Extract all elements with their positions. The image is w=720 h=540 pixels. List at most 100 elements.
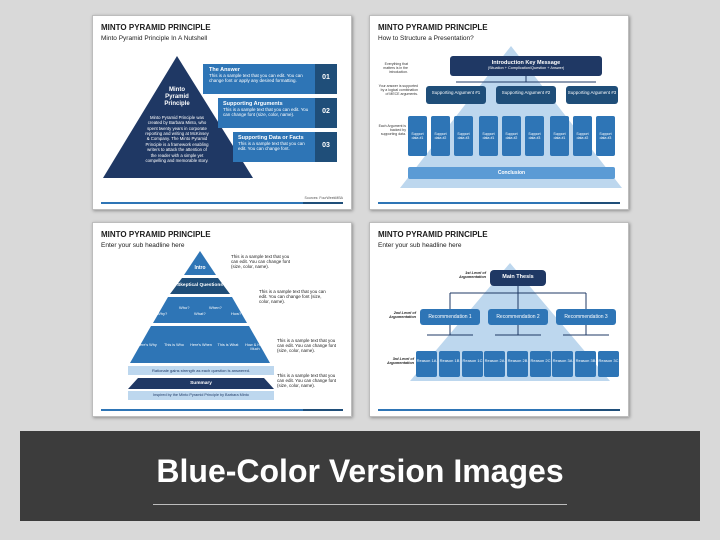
pyramid-title-2: Pyramid bbox=[165, 94, 189, 100]
inspired-bar bbox=[128, 391, 274, 400]
reasons-row: Reason 1A Reason 1B Reason 1C Reason 2A … bbox=[416, 358, 619, 370]
slide-subtitle: Enter your sub headline here bbox=[101, 242, 185, 249]
data-label: Support data #3 bbox=[457, 132, 470, 140]
pyramid-shape bbox=[103, 56, 253, 178]
conclusion-label: Conclusion bbox=[497, 170, 526, 176]
when-label: When? bbox=[209, 305, 222, 310]
slide-subtitle: How to Structure a Presentation? bbox=[378, 35, 474, 42]
banner-title: Blue-Color Version Images bbox=[156, 453, 564, 489]
note-data: Each Argument is backed by supporting da… bbox=[378, 124, 406, 136]
questions-pyramid: Intro bbox=[128, 251, 274, 400]
data-boxes bbox=[408, 116, 615, 156]
what-label: What? bbox=[194, 311, 206, 316]
heres-label: Here's When bbox=[190, 343, 212, 347]
band-2-num-box bbox=[315, 98, 337, 128]
structure-diagram bbox=[400, 46, 622, 188]
data-label: Support data #3 bbox=[599, 132, 612, 140]
slide-subtitle: Enter your sub headline here bbox=[378, 242, 462, 249]
why-label: Why? bbox=[157, 311, 168, 316]
intro-sublabel: (Situation + Complication/Question + Ans… bbox=[487, 66, 565, 70]
item-heading: Supporting Data or Facts bbox=[238, 135, 304, 141]
rec-label: Recommendation 3 bbox=[564, 314, 608, 320]
version-banner: Blue-Color Version Images bbox=[20, 431, 700, 521]
level-2-label: 2nd Level of Argumentation bbox=[389, 311, 416, 319]
note-arguments: Your answer is supported by a logical co… bbox=[378, 84, 418, 96]
band-3 bbox=[233, 132, 315, 162]
data-label: Support data #2 bbox=[576, 132, 589, 140]
intro-label: Introduction Key Message bbox=[491, 60, 561, 66]
data-label: Support data #3 bbox=[528, 132, 541, 140]
slide-questions-pyramid[interactable]: MINTO PYRAMID PRINCIPLE Enter your sub h… bbox=[92, 222, 352, 417]
reason-label: Reason 2C bbox=[530, 358, 551, 363]
footer-bar bbox=[378, 409, 620, 411]
note-2: This is a sample text that you can edit.… bbox=[259, 289, 326, 304]
rec-boxes bbox=[420, 309, 616, 325]
tier-heres bbox=[130, 326, 270, 363]
slide-title: MINTO PYRAMID PRINCIPLE bbox=[101, 23, 211, 32]
note-4: This is a sample text that you can edit.… bbox=[277, 373, 337, 388]
summary-bar bbox=[128, 378, 274, 389]
item-text: This is a sample text that you can edit.… bbox=[209, 73, 303, 83]
slide-title: MINTO PYRAMID PRINCIPLE bbox=[101, 230, 211, 239]
item-3: Supporting Data or Facts This is a sampl… bbox=[238, 135, 314, 151]
pyramid-body: Minto Pyramid Principle was created by B… bbox=[145, 115, 209, 163]
rec-label: Recommendation 2 bbox=[496, 314, 540, 320]
argument-label: Supporting Argument #3 bbox=[567, 90, 617, 95]
heres-label: How & How Much bbox=[245, 343, 265, 351]
item-text: This is a sample text that you can edit.… bbox=[223, 107, 309, 117]
slide-argumentation-levels[interactable]: MINTO PYRAMID PRINCIPLE Enter your sub h… bbox=[369, 222, 629, 417]
argument-label: Supporting Argument #2 bbox=[501, 90, 551, 95]
reason-label: Reason 1C bbox=[462, 358, 483, 363]
reason-label: Reason 3A bbox=[552, 358, 573, 363]
skeptical-label: Skeptical Questions bbox=[177, 283, 223, 288]
banner-underline bbox=[153, 504, 567, 505]
argument-boxes bbox=[426, 86, 618, 104]
slide-subtitle: Minto Pyramid Principle In A Nutshell bbox=[101, 35, 208, 42]
reason-boxes bbox=[416, 351, 619, 377]
band-1 bbox=[203, 64, 315, 94]
tier-intro bbox=[184, 251, 216, 275]
item-text: This is a sample text that you can edit.… bbox=[238, 141, 305, 151]
argumentation-diagram bbox=[410, 263, 619, 381]
level-1-label: 1st Level of Argumentation bbox=[459, 271, 486, 279]
argument-label: Supporting Argument #1 bbox=[431, 90, 481, 95]
slide-structure-presentation[interactable]: MINTO PYRAMID PRINCIPLE How to Structure… bbox=[369, 15, 629, 210]
reason-label: Reason 2A bbox=[484, 358, 505, 363]
heres-label: This is What bbox=[217, 343, 239, 347]
footer-bar bbox=[101, 409, 343, 411]
inspired-text: Inspired by the Minto Pyramid Principle … bbox=[153, 393, 249, 397]
data-labels-row: Support data #1 Support data #2 Support … bbox=[408, 132, 615, 142]
thesis-label: Main Thesis bbox=[502, 274, 534, 280]
data-label: Support data #1 bbox=[553, 132, 566, 140]
pyramid-title-1: Minto bbox=[169, 87, 185, 93]
tier-why bbox=[153, 297, 247, 323]
heres-row: Here's Why This is Who Here's When This … bbox=[133, 343, 269, 357]
item-num: 01 bbox=[322, 74, 330, 81]
conclusion-box bbox=[408, 167, 615, 179]
band-3-num-box bbox=[315, 132, 337, 162]
intro-box bbox=[450, 56, 602, 76]
nutshell-diagram: Minto Pyramid Principle bbox=[103, 56, 337, 178]
band-2 bbox=[218, 98, 315, 128]
slide-answer-nutshell[interactable]: MINTO PYRAMID PRINCIPLE Minto Pyramid Pr… bbox=[92, 15, 352, 210]
note-3: This is a sample text that you can edit.… bbox=[277, 338, 337, 353]
reason-label: Reason 2B bbox=[507, 358, 528, 363]
item-2: Supporting Arguments This is a sample te… bbox=[223, 101, 313, 117]
item-heading: The Answer bbox=[209, 67, 240, 73]
rationale-bar bbox=[128, 366, 274, 375]
footer-bar bbox=[101, 202, 343, 204]
item-heading: Supporting Arguments bbox=[223, 101, 283, 107]
heres-label: Here's Why bbox=[137, 343, 157, 347]
how-label: How? bbox=[231, 311, 242, 316]
why-row: Why? Who? What? When? How? bbox=[153, 305, 247, 319]
pyramid-title-3: Principle bbox=[164, 101, 190, 107]
band-1-num-box bbox=[315, 64, 337, 94]
rec-label: Recommendation 1 bbox=[428, 314, 472, 320]
item-num: 02 bbox=[322, 108, 330, 115]
tier-skeptical bbox=[170, 278, 230, 294]
thesis-box bbox=[490, 270, 546, 286]
reason-label: Reason 1B bbox=[439, 358, 460, 363]
level-3-label: 3rd Level of Argumentation bbox=[387, 357, 414, 365]
intro-box-text: Introduction Key Message (Situation + Co… bbox=[450, 60, 602, 70]
item-num: 03 bbox=[322, 142, 330, 149]
